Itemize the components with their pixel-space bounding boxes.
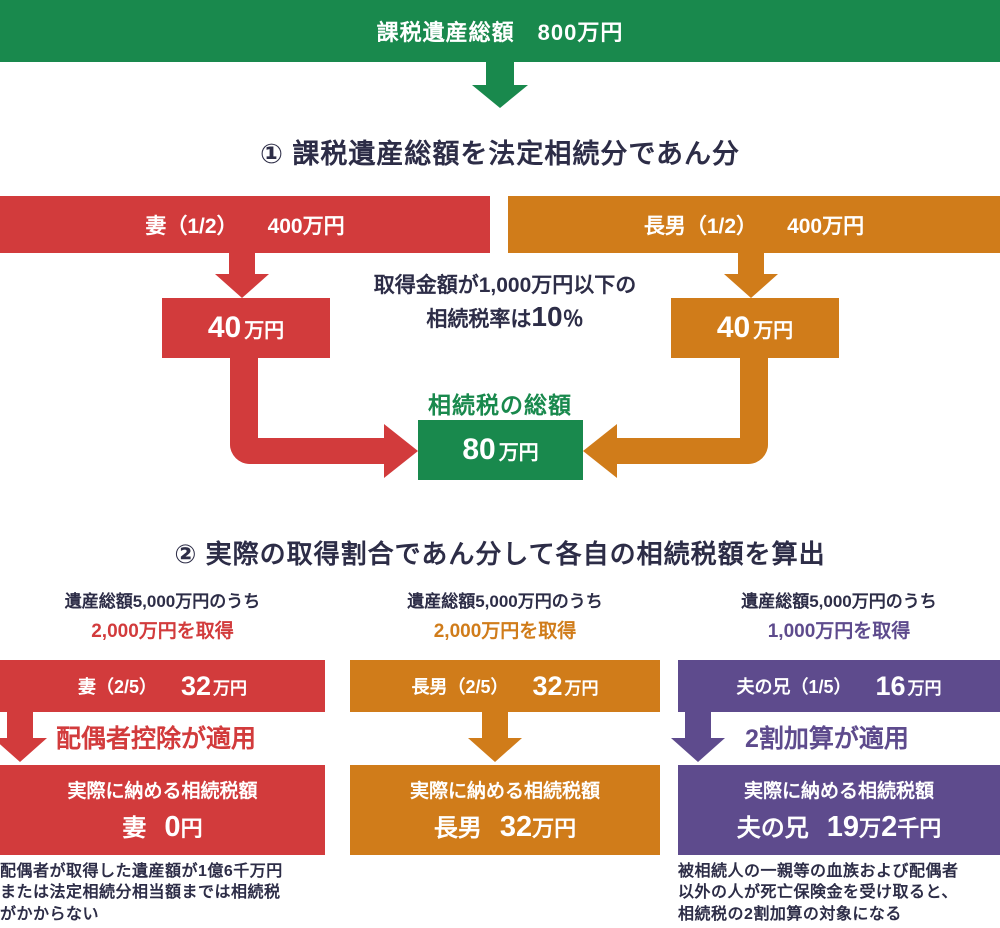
brother-actual-share-number: 16 [875,670,906,701]
spouse-deduction-label: 配偶者控除が適用 [56,725,257,753]
son-statutory-share-name: 長男（1/2） [643,214,758,238]
son-statutory-share-amount: 400万円 [787,214,865,238]
brother-column-header: 遺産総額5,000万円のうち 1,000万円を取得 [678,587,1000,643]
wife-statutory-share-name: 妻（1/2） [145,214,238,238]
tax-rate-note-line1: 取得金額が1,000万円以下の [373,274,637,297]
tax-rate-note-line2-prefix: 相続税率は [426,308,532,332]
brother-actual-share-name: 夫の兄（1/5） [736,677,852,697]
wife-tax-amount-number: 40 [207,311,242,344]
total-tax-unit: 万円 [498,441,539,464]
spouse-deduction-arrow [7,712,33,738]
son-down-arrow [738,253,764,274]
son-actual-share-unit: 万円 [564,678,599,698]
taxable-estate-total-bar: 課税遺産総額 800万円 [0,0,1000,62]
tax-rate-note-line2-suffix: ％ [562,308,584,332]
red-elbow-arrow-head [384,424,418,478]
spouse-deduction-footnote-line1: 配偶者が取得した遺産額が1億6千万円 [0,863,283,880]
wife-result-unit1: 円 [180,816,203,841]
brother-result-num1: 19 [826,811,860,843]
wife-result-num1: 0 [164,811,181,843]
spouse-deduction-footnote-line3: がかからない [0,905,100,923]
surcharge-footnote: 被相続人の一親等の血族および配偶者 以外の人が死亡保険金を受け取ると、 相続税の… [678,861,1000,925]
son-tax-amount-unit: 万円 [753,319,794,342]
wife-down-arrow [229,253,255,274]
orange-elbow-arrow-bar [617,438,768,464]
wife-actual-share-name: 妻（2/5） [77,677,157,697]
brother-result-unit1: 万 [859,816,882,841]
brother-result-num2: 2 [881,811,898,843]
orange-elbow-arrow-head [583,424,617,478]
son-result-arrow [482,712,508,738]
son-down-arrow-head [724,274,778,298]
brother-result-title: 実際に納める相続税額 [743,781,934,802]
brother-result-name: 夫の兄 [736,815,809,842]
wife-down-arrow-head [215,274,269,298]
brother-result-box: 実際に納める相続税額 夫の兄 19万2千円 [678,765,1000,855]
surcharge-label: 2割加算が適用 [745,725,909,753]
tax-rate-note-line2-number: 10 [531,301,563,333]
son-result-title: 実際に納める相続税額 [409,781,600,802]
wife-actual-share-unit: 万円 [213,678,248,698]
tax-rate-note-line2: 相続税率は10％ [320,299,690,334]
son-statutory-share-box: 長男（1/2） 400万円 [508,196,1000,253]
son-result-num1: 32 [499,811,533,843]
son-result-box: 実際に納める相続税額 長男 32万円 [350,765,660,855]
son-column-header: 遺産総額5,000万円のうち 2,000万円を取得 [350,587,660,643]
wife-result-name: 妻 [122,815,147,842]
son-column-header-line1: 遺産総額5,000万円のうち [407,592,603,611]
son-result-name: 長男 [433,815,482,842]
wife-tax-amount-unit: 万円 [244,319,285,342]
green-down-arrow [486,62,514,85]
spouse-deduction-arrow-head [0,738,47,762]
son-tax-amount-number: 40 [716,311,751,344]
son-result-arrow-head [468,738,522,762]
taxable-estate-total-label: 課税遺産総額 800万円 [376,20,624,45]
tax-rate-note: 取得金額が1,000万円以下の 相続税率は10％ [320,273,690,334]
surcharge-arrow-head [671,738,725,762]
surcharge-footnote-line2: 以外の人が死亡保険金を受け取ると、 [678,884,958,902]
red-elbow-arrow-bar [230,438,384,464]
step2-heading: ② 実際の取得割合であん分して各自の相続税額を算出 [174,539,826,569]
son-result-unit1: 万円 [532,816,577,841]
son-actual-share-number: 32 [532,670,563,701]
brother-column-header-line1: 遺産総額5,000万円のうち [741,592,937,611]
surcharge-footnote-line1: 被相続人の一親等の血族および配偶者 [678,863,959,880]
spouse-deduction-footnote: 配偶者が取得した遺産額が1億6千万円 または法定相続分相当額までは相続税 がかか… [0,861,345,925]
total-tax-number: 80 [462,433,496,466]
surcharge-arrow [685,712,711,738]
wife-statutory-share-box: 妻（1/2） 400万円 [0,196,490,253]
brother-actual-share-unit: 万円 [907,678,942,698]
brother-result-amount: 夫の兄 19万2千円 [737,808,941,844]
wife-column-header-line2: 2,000万円を取得 [91,621,234,642]
brother-column-header-line2: 1,000万円を取得 [767,621,911,642]
son-actual-share-name: 長男（2/5） [411,677,509,697]
son-result-amount: 長男 32万円 [434,808,576,844]
spouse-deduction-footnote-line2: または法定相続分相当額までは相続税 [0,884,281,902]
brother-result-unit2: 千円 [897,816,942,841]
total-tax-label: 相続税の総額 [428,392,572,418]
wife-actual-share-number: 32 [180,670,212,701]
wife-column-header: 遺産総額5,000万円のうち 2,000万円を取得 [0,587,325,643]
wife-result-title: 実際に納める相続税額 [67,781,258,802]
surcharge-footnote-line3: 相続税の2割加算の対象になる [678,905,902,923]
wife-column-header-line1: 遺産総額5,000万円のうち [64,592,261,611]
step1-heading: ① 課税遺産総額を法定相続分であん分 [259,139,741,169]
green-down-arrow-head [472,85,528,108]
wife-statutory-share-amount: 400万円 [267,214,345,238]
son-column-header-line2: 2,000万円を取得 [433,621,577,642]
